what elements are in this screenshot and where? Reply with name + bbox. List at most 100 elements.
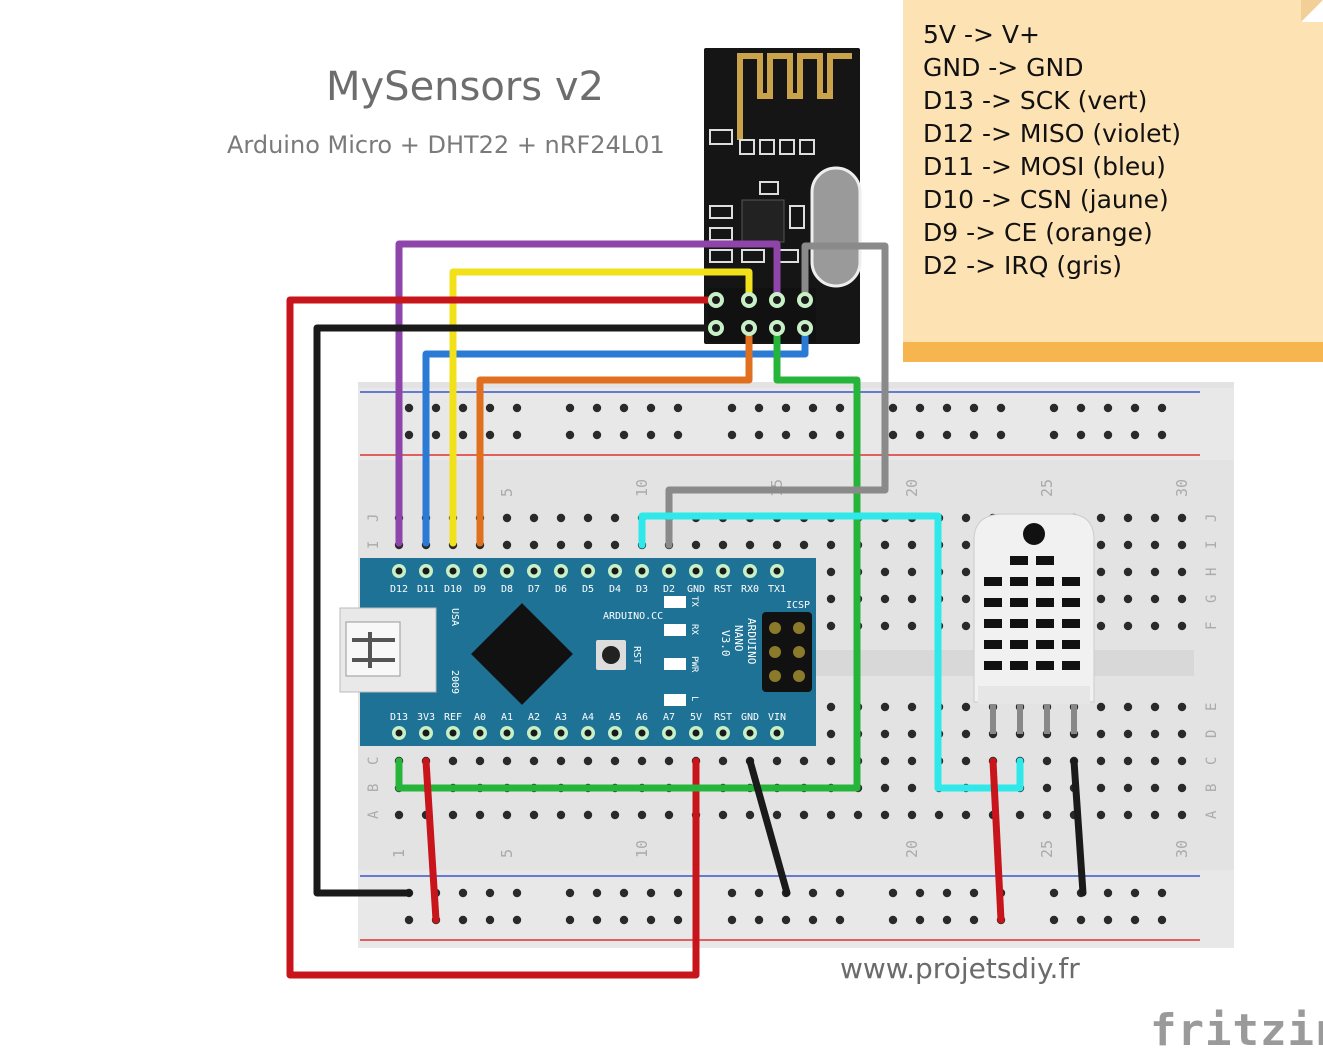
rail-hole (565, 915, 575, 925)
breadboard-hole (880, 729, 890, 739)
breadboard-hole (880, 540, 890, 550)
rail-hole (646, 430, 656, 440)
rail-hole (673, 403, 683, 413)
dht22-vent (1010, 640, 1028, 649)
rail-hole (1076, 430, 1086, 440)
pin-label-bottom: A0 (474, 712, 486, 723)
breadboard-hole (1123, 567, 1133, 577)
pin-label-bottom: A3 (555, 712, 567, 723)
rail-hole (1130, 888, 1140, 898)
rail-hole (1103, 430, 1113, 440)
dht22-vent (984, 640, 1002, 649)
rail-hole (619, 430, 629, 440)
breadboard-hole (529, 540, 539, 550)
breadboard-hole (1123, 594, 1133, 604)
nrf-header-pin-hole (712, 324, 720, 332)
breadboard-hole (610, 756, 620, 766)
breadboard-hole (475, 756, 485, 766)
usa-label: USA (449, 608, 460, 626)
arduino-pin-hole (719, 729, 727, 737)
breadboard-hole (1042, 756, 1052, 766)
breadboard-hole (583, 756, 593, 766)
dht22-vent (1062, 640, 1080, 649)
breadboard-hole (880, 810, 890, 820)
dht22-pins (990, 704, 1077, 734)
wiring-line: D12 -> MISO (violet) (923, 119, 1182, 148)
rail-hole (485, 403, 495, 413)
dht22-vent (984, 619, 1002, 628)
breadboard-hole (826, 621, 836, 631)
arduino-pin-hole (503, 729, 511, 737)
arduino-pins (392, 564, 784, 740)
rail-hole (754, 888, 764, 898)
breadboard-hole (1096, 810, 1106, 820)
breadboard-hole (583, 513, 593, 523)
pin-label-top: D12 (390, 584, 408, 595)
breadboard-hole (826, 810, 836, 820)
arduino-pin-hole (449, 729, 457, 737)
pin-label-bottom: A2 (528, 712, 540, 723)
row-letters-right: J I H G F E D C B A (1204, 514, 1220, 819)
nrf-header-pin-hole (801, 296, 809, 304)
rail-hole (646, 888, 656, 898)
arduino-pin-hole (584, 567, 592, 575)
rail-hole (1130, 430, 1140, 440)
breadboard-hole (961, 567, 971, 577)
breadboard-hole (772, 756, 782, 766)
dht22-vent (1062, 598, 1080, 607)
row-letter: I (1204, 541, 1220, 549)
rail-hole (1157, 430, 1167, 440)
breadboard-hole (799, 810, 809, 820)
icsp-pin (793, 622, 805, 634)
breadboard-hole (745, 810, 755, 820)
rail-hole (458, 403, 468, 413)
breadboard-hole (1096, 756, 1106, 766)
rail-hole (915, 888, 925, 898)
page-subtitle: Arduino Micro + DHT22 + nRF24L01 (227, 131, 665, 159)
dht22-pin (1044, 704, 1050, 734)
rail-hole (835, 915, 845, 925)
led-rx (664, 624, 686, 636)
led-label-pwr: PWR (689, 656, 699, 673)
breadboard-hole (1150, 702, 1160, 712)
dht22-body (973, 513, 1095, 703)
breadboard-hole (718, 540, 728, 550)
pin-label-top: D3 (636, 584, 648, 595)
breadboard-hole (961, 513, 971, 523)
pin-label-bottom: REF (444, 712, 462, 723)
breadboard-hole (394, 810, 404, 820)
icsp-pin (769, 646, 781, 658)
rail-hole (969, 430, 979, 440)
breadboard-hole (961, 729, 971, 739)
rail-hole (619, 888, 629, 898)
power-rail-top (358, 388, 1234, 460)
rail-hole (888, 430, 898, 440)
rail-hole (915, 403, 925, 413)
breadboard-hole (799, 756, 809, 766)
col-num-top: 25 (1038, 479, 1056, 497)
breadboard-hole (1123, 729, 1133, 739)
dht22-vent (1062, 577, 1080, 586)
dht22-vent (984, 598, 1002, 607)
dht22-vent (1036, 577, 1054, 586)
wire-red-dht (989, 757, 1005, 924)
row-letter: A (1204, 810, 1220, 819)
pin-label-bottom: RST (714, 712, 732, 723)
model-label-2: NANO (732, 625, 745, 652)
breadboard-hole (745, 540, 755, 550)
arduino-pin-hole (773, 567, 781, 575)
reset-button-cap (602, 646, 620, 664)
nrf-header-pin-hole (745, 296, 753, 304)
rail-hole (808, 430, 818, 440)
nrf-chip (741, 199, 785, 243)
wire-red-5v (286, 296, 720, 979)
rail-hole (888, 888, 898, 898)
dht22-vent (984, 661, 1002, 670)
rail-hole (512, 403, 522, 413)
breadboard-hole (1096, 702, 1106, 712)
dht22-vent (1036, 556, 1054, 565)
icsp-pin (769, 670, 781, 682)
row-letter: A (366, 810, 382, 819)
breadboard-hole (961, 702, 971, 712)
